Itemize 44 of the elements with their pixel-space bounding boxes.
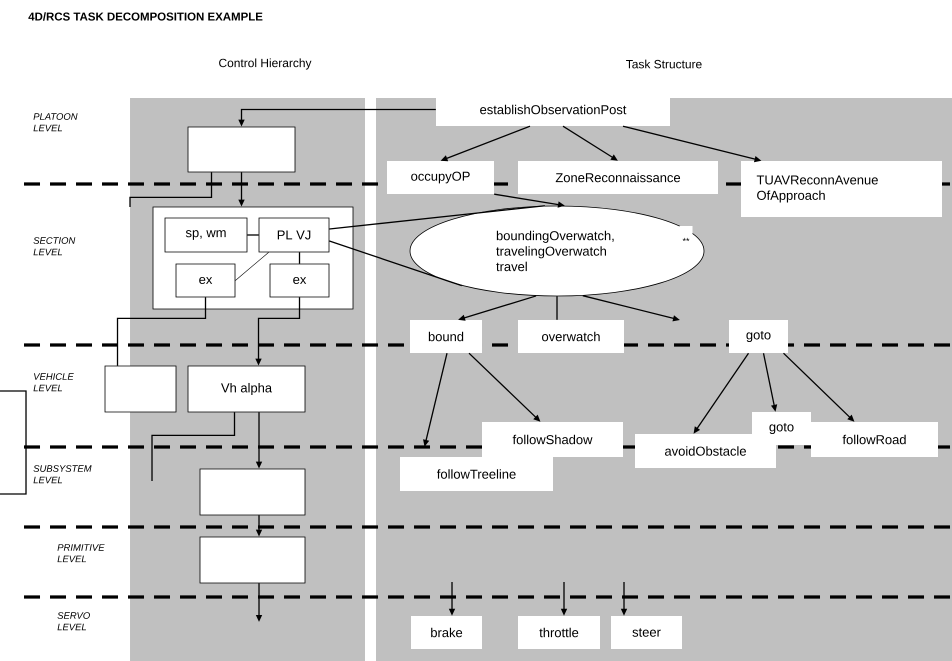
task-box: TUAVReconnAvenue OfApproach (741, 161, 942, 217)
level-label: SERVO LEVEL (57, 612, 90, 630)
control-box (104, 366, 176, 412)
node-label: followRoad (842, 434, 906, 444)
control-box: PL VJ (258, 218, 330, 252)
connector-line (151, 412, 236, 481)
task-box: goto (752, 412, 811, 445)
task-box: followTreeline (400, 457, 553, 491)
node-label: establishObservationPost (480, 104, 626, 114)
task-box: overwatch (518, 320, 624, 353)
connector-line (329, 205, 545, 230)
connector-line (235, 252, 269, 281)
control-box (188, 126, 296, 172)
column-heading: Control Hierarchy (219, 58, 312, 70)
connector-line (556, 296, 558, 320)
control-box: ex (270, 264, 330, 298)
control-box: ex (176, 264, 236, 298)
level-label: PLATOON LEVEL (34, 113, 78, 132)
task-box: goto (729, 320, 788, 353)
control-box (200, 536, 306, 584)
node-label: goto (769, 422, 794, 434)
task-box: steer (611, 616, 682, 649)
level-label: VEHICLE LEVEL (34, 373, 74, 392)
task-box: ZoneReconnaissance (518, 161, 718, 194)
task-box: followShadow (482, 422, 623, 457)
level-label: PRIMITIVE LEVEL (58, 544, 105, 562)
task-box: throttle (518, 616, 600, 649)
control-box (200, 468, 306, 516)
title: 4D/RCS TASK DECOMPOSITION EXAMPLE (28, 12, 262, 21)
level-label: SECTION LEVEL (33, 237, 76, 256)
column-heading: Task Structure (626, 60, 702, 68)
task-box: occupyOP (387, 161, 494, 194)
connector-line (298, 252, 300, 264)
level-label: SUBSYSTEM LEVEL (33, 465, 92, 484)
node-label: followShadow (512, 434, 592, 444)
connector-line (247, 234, 259, 236)
task-box: bound (410, 320, 482, 353)
control-box: Vh alpha (188, 366, 306, 412)
task-box: establishObservationPost (436, 93, 670, 126)
connector-line (129, 172, 212, 207)
control-box: sp, wm (164, 218, 248, 252)
task-box: brake (411, 616, 482, 649)
connector-line (329, 240, 462, 286)
connector-line (116, 297, 206, 366)
